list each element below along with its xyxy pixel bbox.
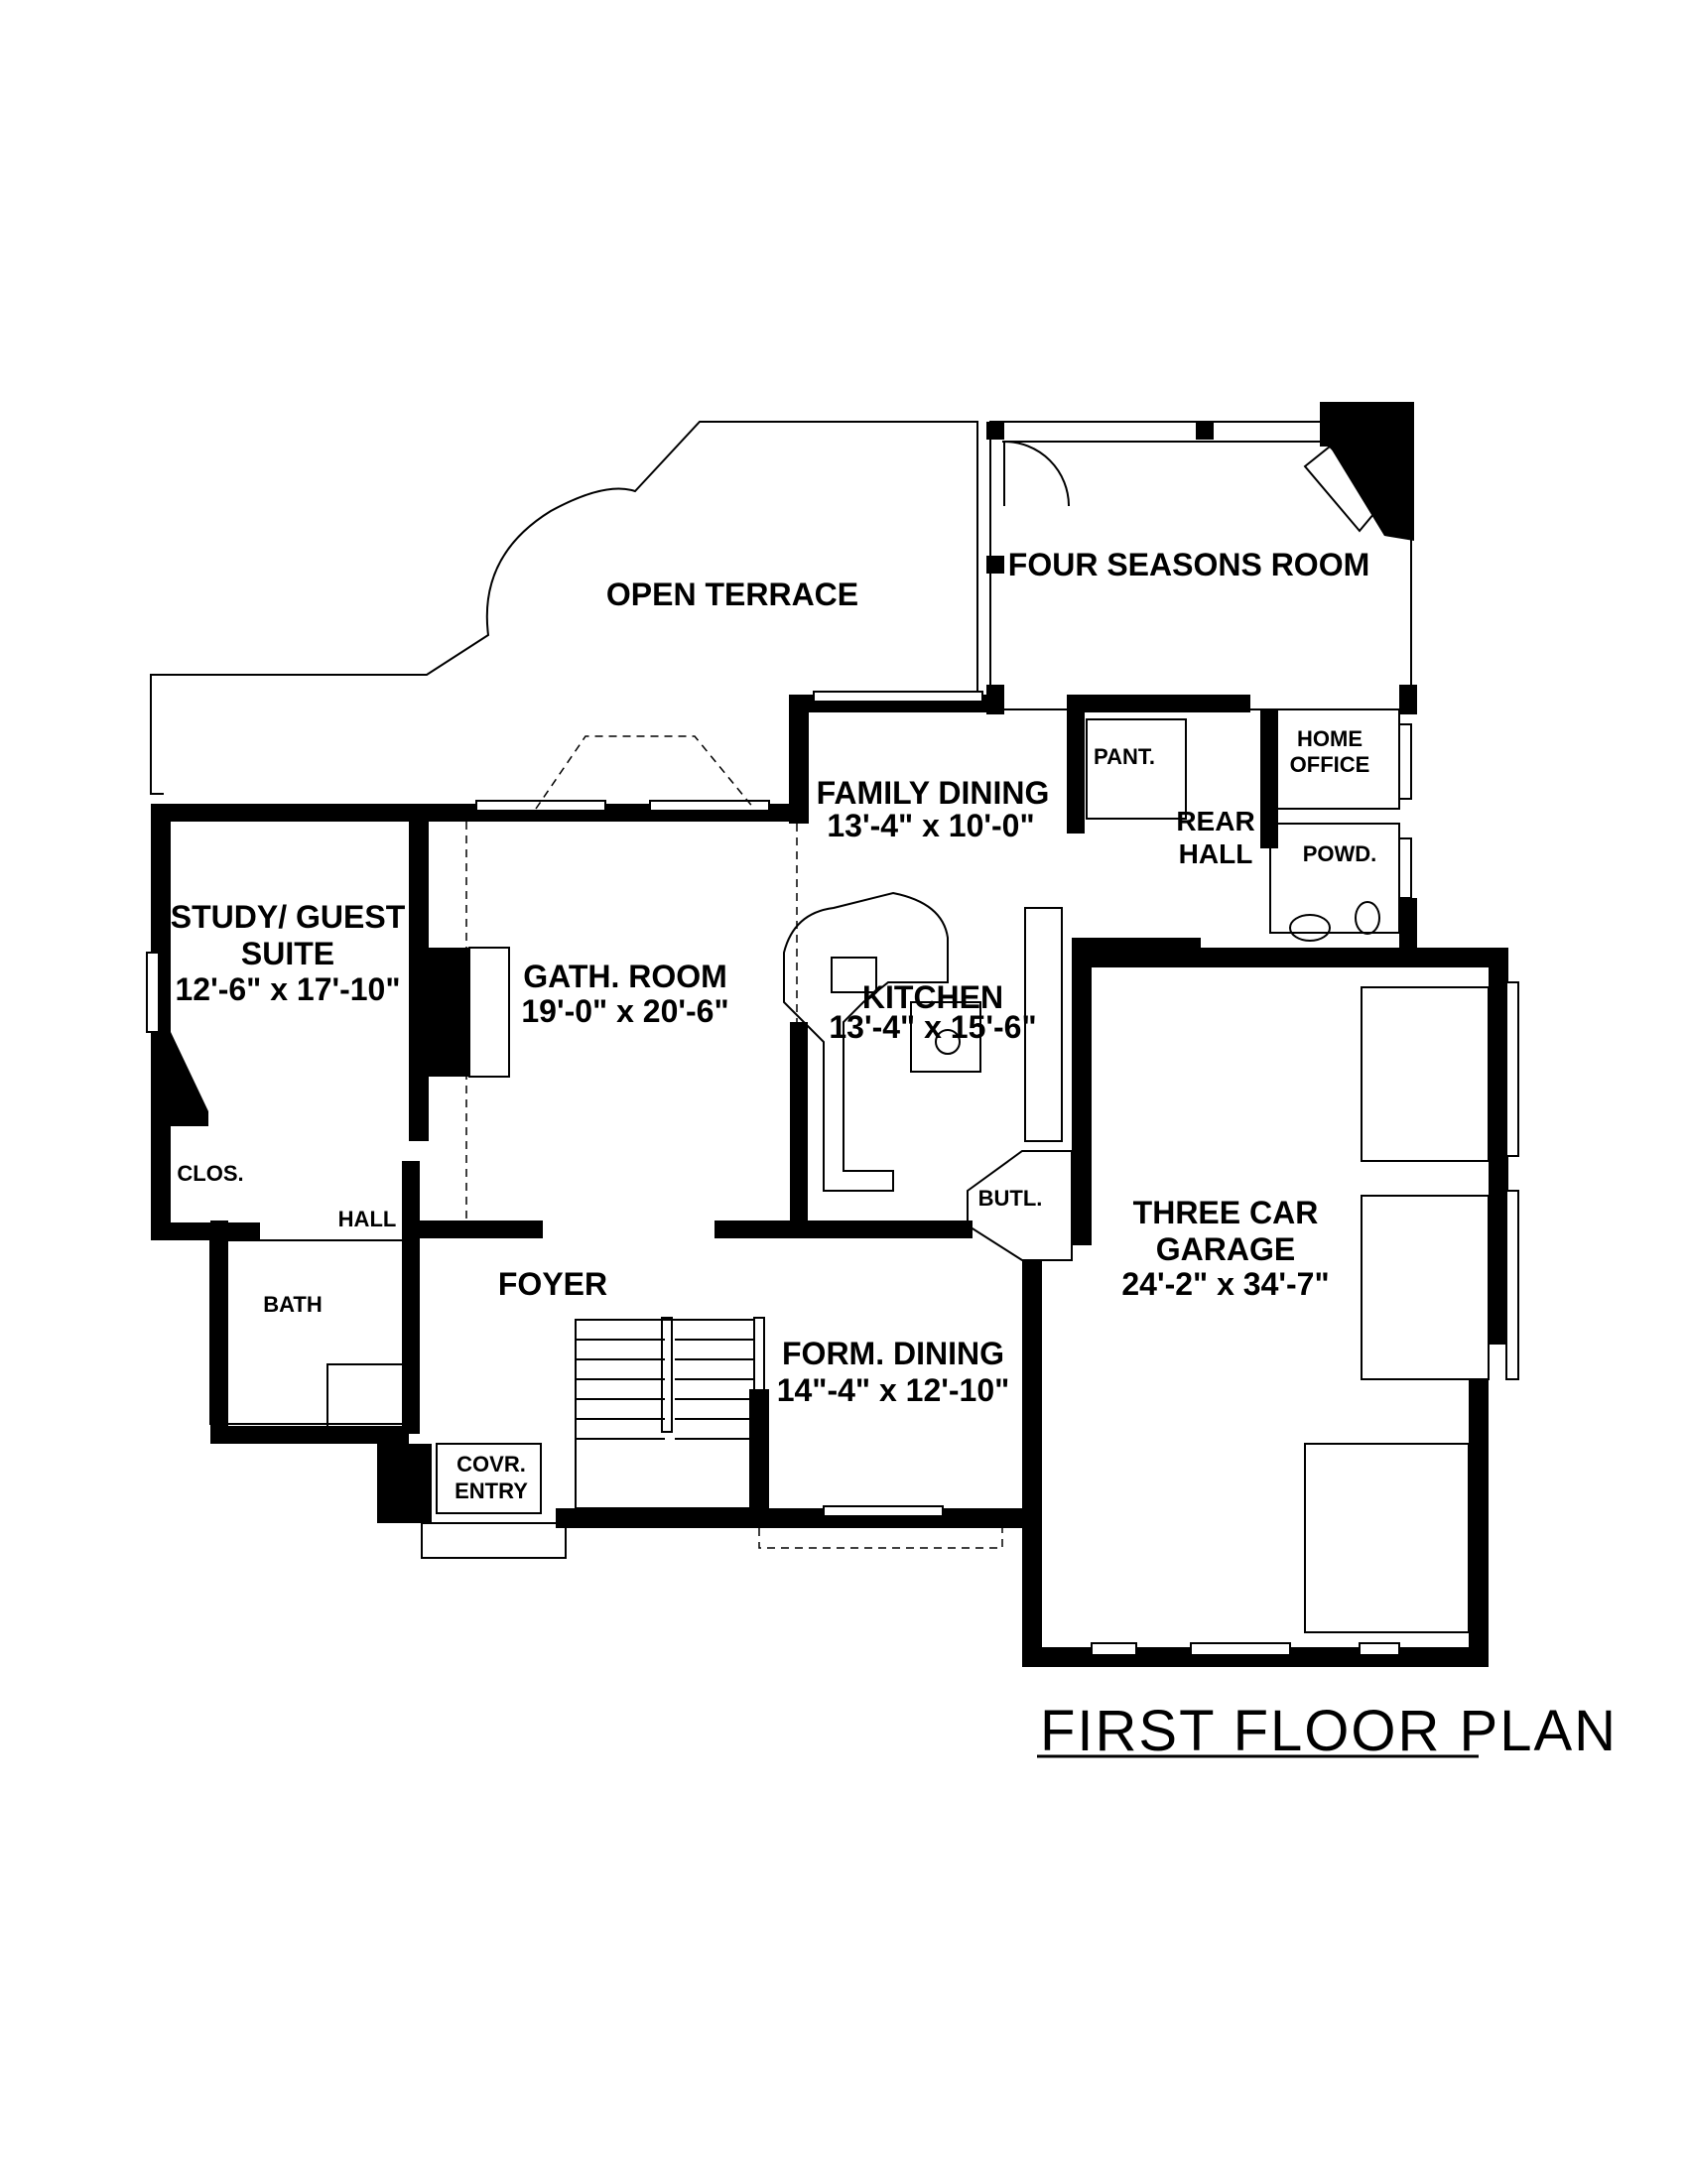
- study-left-lower-wall: [151, 1032, 171, 1240]
- gath-left-wall: [415, 948, 469, 1077]
- label-hall: HALL: [338, 1207, 397, 1231]
- garage-right-wall: [1489, 948, 1508, 1345]
- label-study-line2: SUITE: [241, 936, 334, 971]
- four-seasons-post-1: [986, 422, 1004, 440]
- corner-fireplace-hearth: [1303, 445, 1386, 533]
- garage-door-2: [1190, 1642, 1291, 1656]
- label-open-terrace: OPEN TERRACE: [606, 577, 858, 612]
- hall-right-wall: [402, 1161, 420, 1434]
- plan-title: FIRST FLOOR PLAN: [1040, 1699, 1618, 1763]
- label-closet: CLOS.: [177, 1161, 243, 1186]
- four-seasons-post-2: [1196, 422, 1214, 440]
- study-top-wall: [151, 804, 429, 822]
- label-foyer: FOYER: [498, 1266, 607, 1302]
- label-kitchen: KITCHEN: [862, 979, 1003, 1015]
- garage-right-lower: [1469, 1379, 1489, 1662]
- fireplace-corner: [1320, 402, 1414, 541]
- stair-block: [575, 1319, 755, 1509]
- label-garage-size: 24'-2" x 34'-7": [1121, 1266, 1329, 1302]
- label-covr-entry-line2: ENTRY: [454, 1478, 528, 1503]
- label-garage-line2: GARAGE: [1156, 1231, 1295, 1267]
- gath-window-2: [649, 800, 770, 812]
- label-kitchen-size: 13'-4" x 15'-6": [829, 1009, 1036, 1045]
- mid-wall-right: [1067, 695, 1085, 834]
- covr-entry-left-post: [377, 1444, 432, 1523]
- garage-window-right: [1505, 981, 1519, 1157]
- rear-hall-right: [1260, 709, 1278, 848]
- label-gath-room: GATH. ROOM: [523, 959, 727, 994]
- label-form-dining-size: 14"-4" x 12'-10": [777, 1372, 1010, 1408]
- butler-outline: [967, 1150, 1073, 1261]
- gath-bay-dashed: [535, 735, 755, 810]
- open-terrace-outline: [150, 421, 978, 784]
- label-form-dining: FORM. DINING: [782, 1336, 1004, 1371]
- bath-left-wall: [210, 1220, 228, 1444]
- label-bath: BATH: [263, 1292, 322, 1317]
- label-garage-line1: THREE CAR: [1133, 1195, 1319, 1230]
- powder-window: [1398, 837, 1412, 899]
- covr-entry-step: [421, 1522, 567, 1559]
- form-dining-window: [823, 1505, 944, 1517]
- study-window-left: [146, 952, 160, 1033]
- pantry-wall-top: [1067, 695, 1250, 712]
- garage-door-3: [1359, 1642, 1400, 1656]
- island-sink: [935, 1029, 961, 1055]
- form-dining-left-wall: [749, 1389, 769, 1528]
- label-four-seasons-room: FOUR SEASONS ROOM: [1008, 547, 1369, 582]
- kitchen-right-counter: [1024, 907, 1063, 1142]
- label-study-line1: STUDY/ GUEST: [171, 899, 406, 935]
- bath-bottom-wall: [210, 1426, 409, 1444]
- powder-sink: [1289, 914, 1331, 942]
- terrace-left-edge: [150, 675, 164, 795]
- garage-bay-3: [1304, 1443, 1470, 1633]
- family-dining-window: [813, 691, 983, 703]
- four-seasons-post-3: [986, 556, 1004, 574]
- four-seasons-post-5: [1399, 685, 1417, 714]
- garage-bay-1: [1361, 986, 1490, 1162]
- kitchen-sink: [831, 957, 877, 993]
- form-dining-bottom-wall: [754, 1508, 1022, 1528]
- family-dining-left-wall: [789, 695, 809, 824]
- garage-outline: [1072, 948, 1508, 967]
- label-covr-entry-line1: COVR.: [456, 1452, 526, 1477]
- gath-bottom-wall-2: [714, 1220, 973, 1238]
- stair-rail-left: [661, 1317, 673, 1433]
- gath-bottom-wall: [409, 1220, 543, 1238]
- kitchen-counter-outline: [783, 891, 949, 1192]
- label-study-size: 12'-6" x 17'-10": [175, 971, 400, 1007]
- label-powder: POWD.: [1303, 841, 1377, 866]
- label-pantry: PANT.: [1094, 744, 1155, 769]
- garage-bay-2: [1361, 1195, 1490, 1380]
- form-dining-dashed: [758, 1528, 1003, 1549]
- gath-window: [475, 800, 606, 812]
- four-seasons-door-swing: [1003, 441, 1070, 507]
- label-rear-hall-line1: REAR: [1176, 806, 1254, 836]
- kitchen-left-wall: [790, 1022, 808, 1230]
- foyer-bottom-wall: [556, 1508, 754, 1528]
- label-home-office-line1: HOME: [1297, 726, 1363, 751]
- kitchen-island: [910, 1001, 981, 1073]
- garage-left-lower: [1022, 1260, 1042, 1662]
- garage-door-1: [1091, 1642, 1137, 1656]
- label-family-dining: FAMILY DINING: [817, 775, 1050, 811]
- covr-entry-box: [436, 1443, 542, 1514]
- home-office-window: [1398, 723, 1412, 800]
- pantry-box: [1086, 718, 1187, 820]
- garage-left-wall: [1072, 948, 1092, 1245]
- garage-window-right-2: [1505, 1190, 1519, 1380]
- bath-outline: [209, 1239, 410, 1425]
- label-home-office-line2: OFFICE: [1290, 752, 1370, 777]
- gath-fireplace-hearth: [468, 947, 510, 1078]
- powder-toilet: [1355, 901, 1380, 935]
- label-rear-hall-line2: HALL: [1179, 838, 1253, 869]
- study-bottom-wall: [151, 1222, 260, 1240]
- label-butler: BUTL.: [978, 1186, 1043, 1211]
- powder-right-wall: [1399, 898, 1417, 958]
- stair-treads: [576, 1339, 754, 1440]
- label-gath-room-size: 19'-0" x 20'-6": [521, 993, 728, 1029]
- label-family-dining-size: 13'-4" x 10'-0": [827, 808, 1034, 843]
